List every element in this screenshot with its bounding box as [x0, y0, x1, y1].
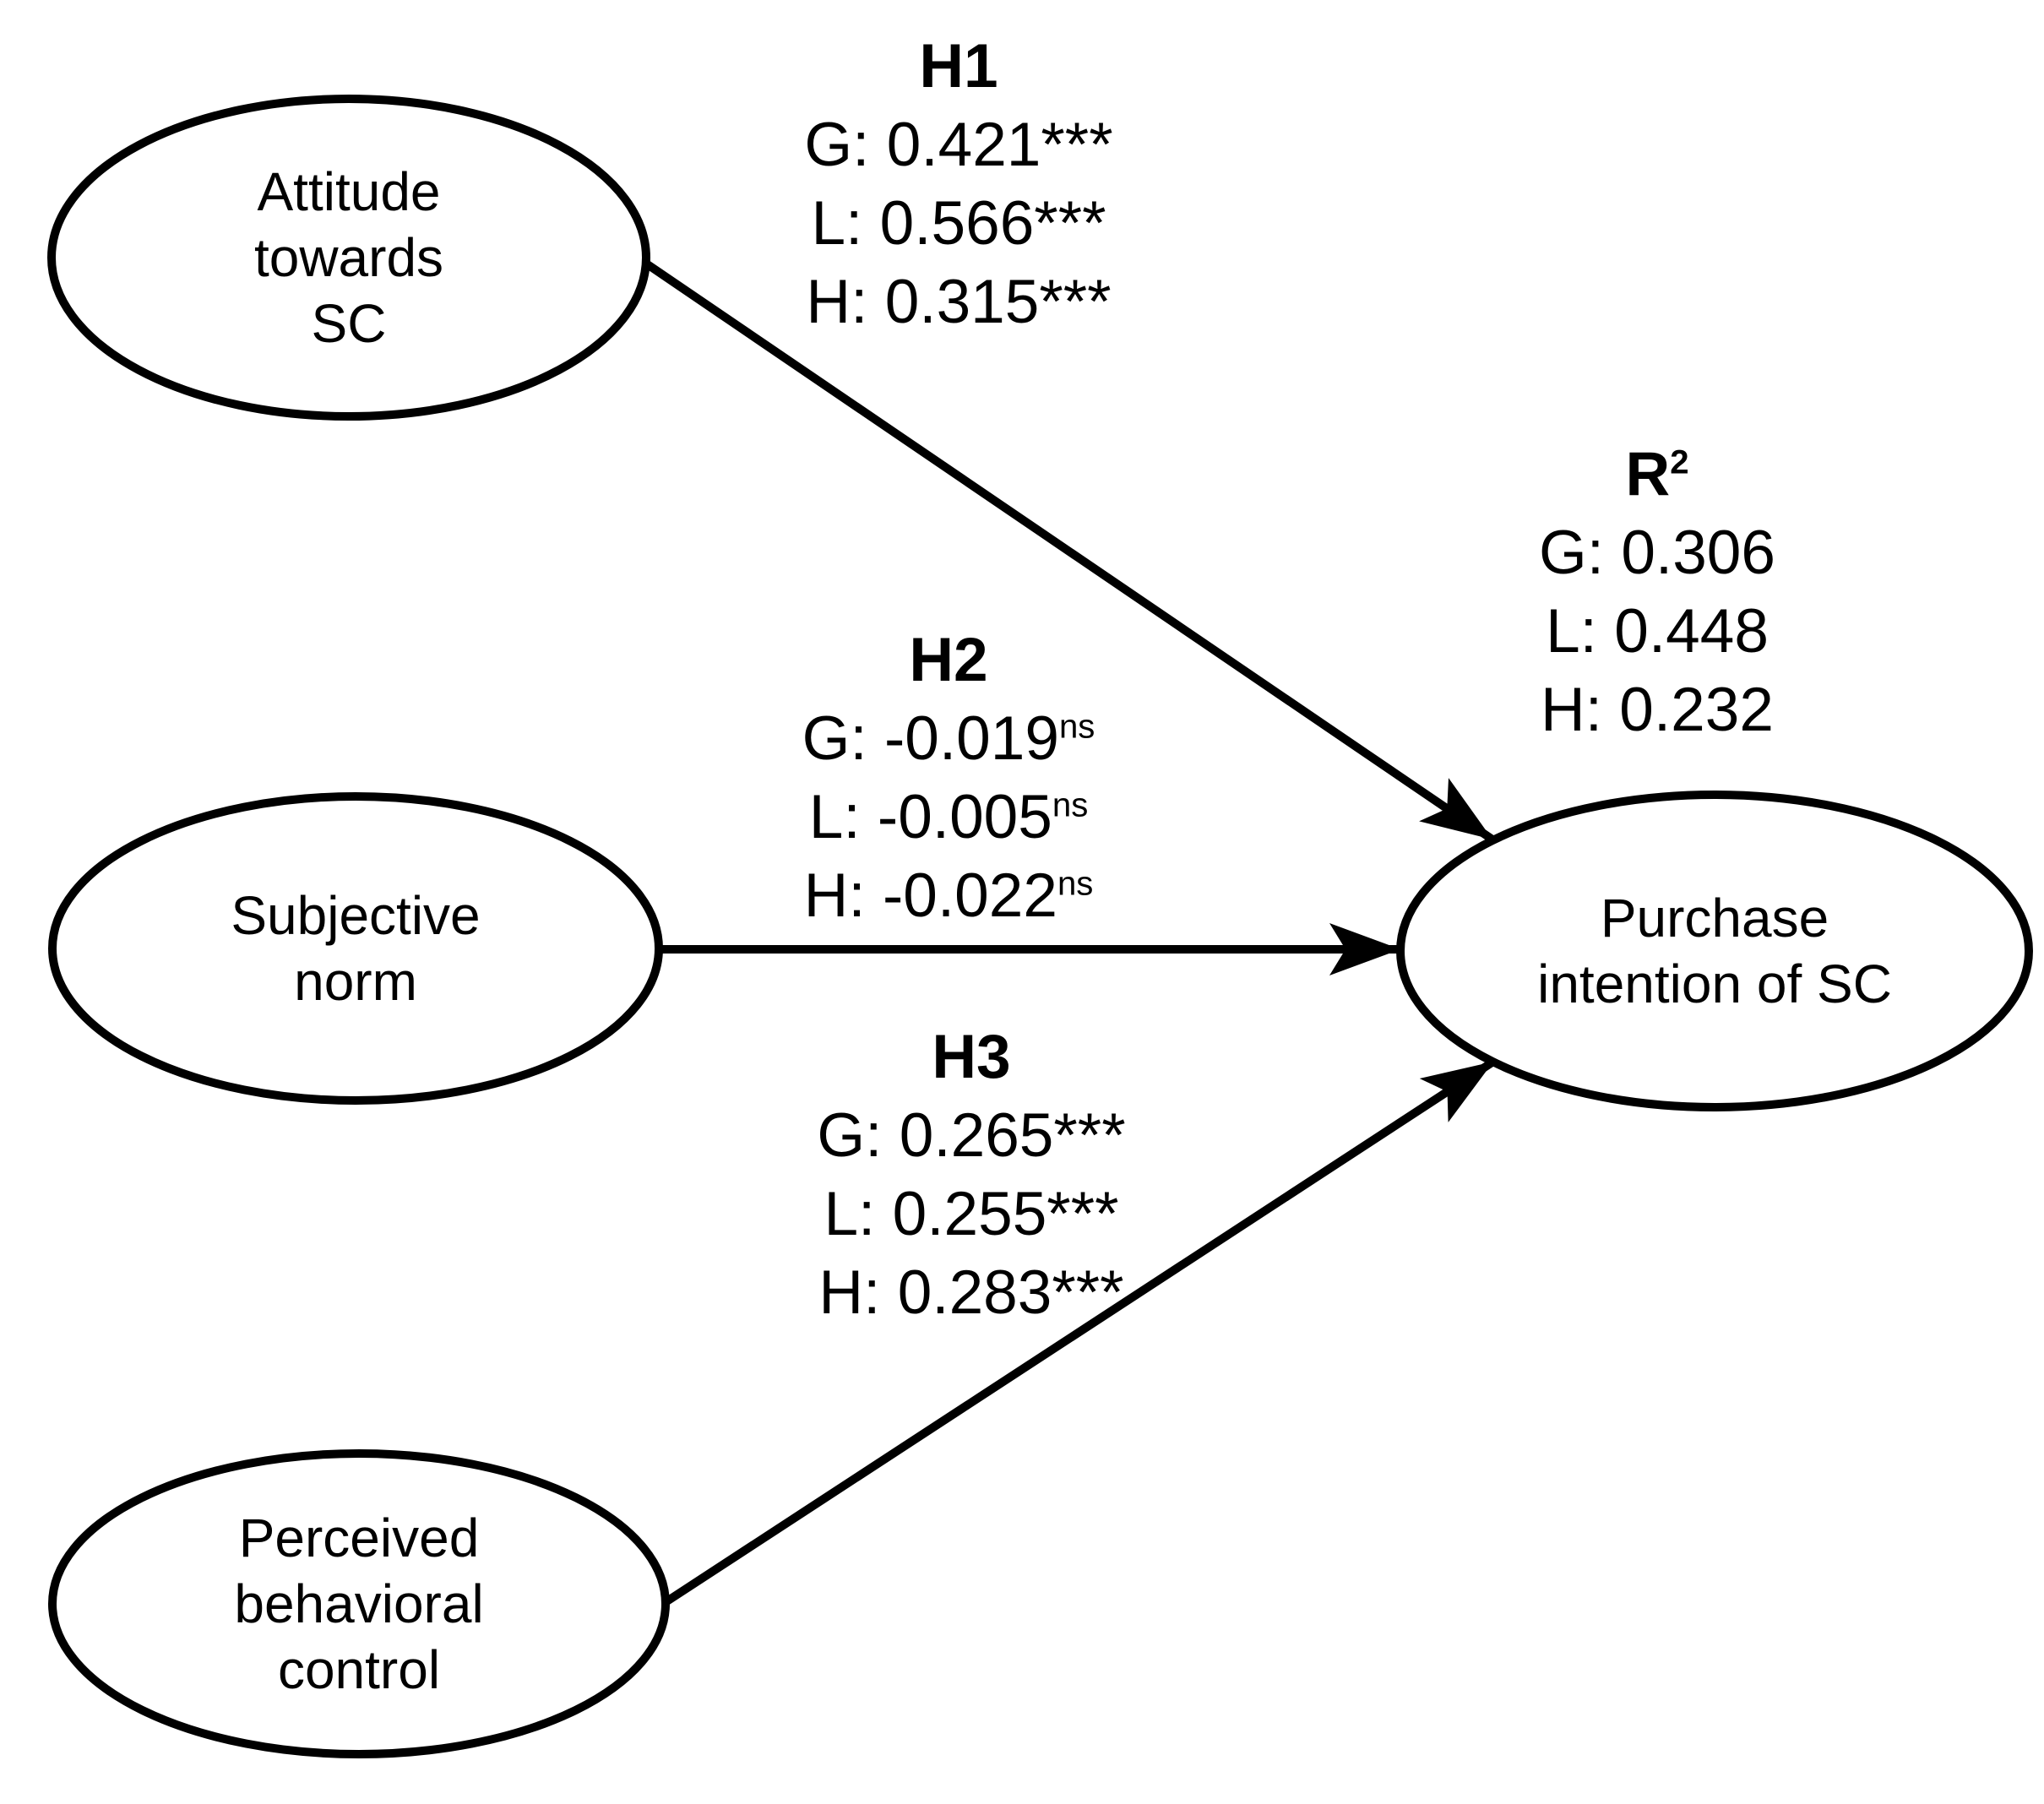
perceived-behavioral-control-ellipse — [48, 1449, 670, 1758]
h3-coefficient-l: L: 0.255*** — [824, 1180, 1119, 1248]
h2-path-label: H2 G: -0.019ns L: -0.005ns H: -0.022ns — [737, 621, 1160, 935]
h2-coefficient-h: H: -0.022ns — [803, 861, 1094, 930]
h2-coefficient-g: G: -0.019ns — [802, 704, 1095, 773]
h3-title: H3 — [932, 1023, 1011, 1091]
h1-arrow — [644, 259, 1495, 844]
r-squared-l: L: 0.448 — [1546, 597, 1769, 666]
h3-coefficient-g: G: 0.265*** — [817, 1101, 1126, 1170]
subjective-norm-node-label: Subjective norm — [231, 885, 481, 1012]
attitude-node-label: Attitude towards SC — [253, 161, 444, 354]
h2-title: H2 — [909, 626, 988, 694]
r-squared-label: R2 G: 0.306 L: 0.448 H: 0.232 — [1446, 435, 1868, 749]
h3-path-label: H3 G: 0.265*** L: 0.255*** H: 0.283*** — [760, 1018, 1182, 1332]
h1-title: H1 — [919, 32, 998, 101]
r-squared-title: R2 — [1625, 440, 1689, 508]
h1-coefficient-l: L: 0.566*** — [811, 189, 1106, 258]
purchase-intention-node-label: Purchase intention of SC — [1537, 888, 1892, 1014]
attitude-ellipse — [47, 95, 650, 421]
perceived-behavioral-control-node-label: Perceived behavioral control — [234, 1508, 484, 1700]
h1-coefficient-h: H: 0.315*** — [806, 268, 1112, 336]
r-squared-h: H: 0.232 — [1541, 676, 1774, 744]
h1-coefficient-g: G: 0.421*** — [804, 111, 1113, 179]
h3-coefficient-h: H: 0.283*** — [818, 1258, 1124, 1327]
h3-arrow — [663, 1057, 1496, 1606]
r-squared-g: G: 0.306 — [1538, 519, 1776, 587]
h1-path-label: H1 G: 0.421*** L: 0.566*** H: 0.315*** — [747, 27, 1170, 341]
h2-coefficient-l: L: -0.005ns — [808, 783, 1089, 851]
